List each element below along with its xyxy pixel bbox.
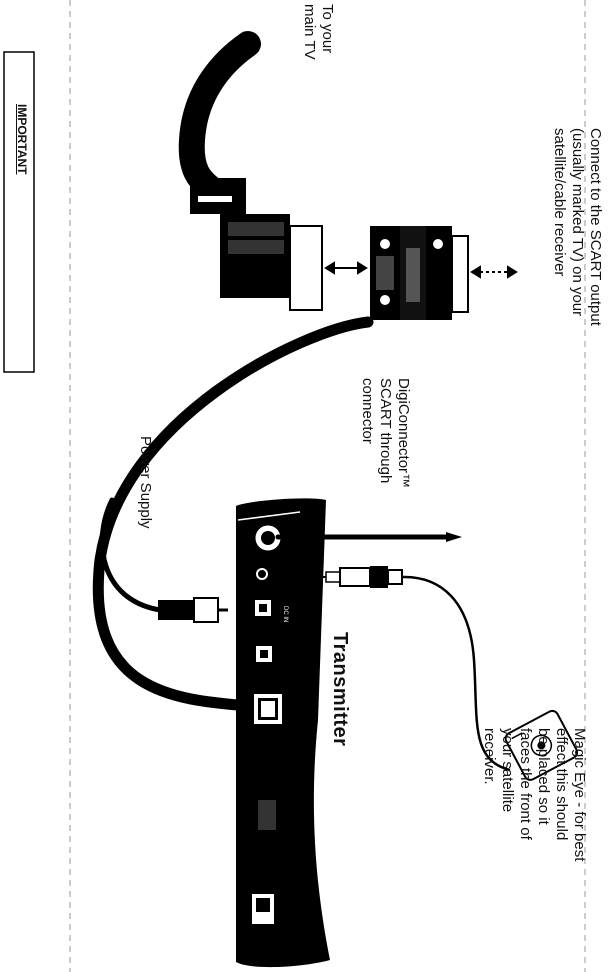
arrow-tv-connector <box>324 261 368 275</box>
transmitter: DC IN <box>236 498 330 968</box>
important-heading: IMPORTANT <box>15 104 29 175</box>
magic-eye-cable <box>401 575 511 772</box>
digiconnector <box>370 226 469 320</box>
power-plug <box>158 597 228 623</box>
power-supply-label: Power Supply <box>137 436 154 529</box>
transmitter-label: Transmitter <box>329 632 351 747</box>
digiconnector-label: DigiConnector™ SCART through connector <box>359 378 412 489</box>
important-box <box>3 51 35 373</box>
magic-eye-sensor <box>504 709 579 781</box>
svg-text:DC IN: DC IN <box>282 606 288 622</box>
scart-output-label: Connect to the SCART output (usually mar… <box>551 128 604 326</box>
arrow-connector-receiver <box>470 265 518 279</box>
tv-cable <box>178 31 261 201</box>
tv-scart-plug <box>190 178 323 311</box>
to-tv-label: To your main TV <box>301 4 336 60</box>
magic-eye-label: Magic Eye - for best effect this should … <box>481 728 588 862</box>
magic-eye-plug <box>316 566 403 588</box>
power-cable <box>99 497 163 613</box>
antenna <box>275 532 462 542</box>
